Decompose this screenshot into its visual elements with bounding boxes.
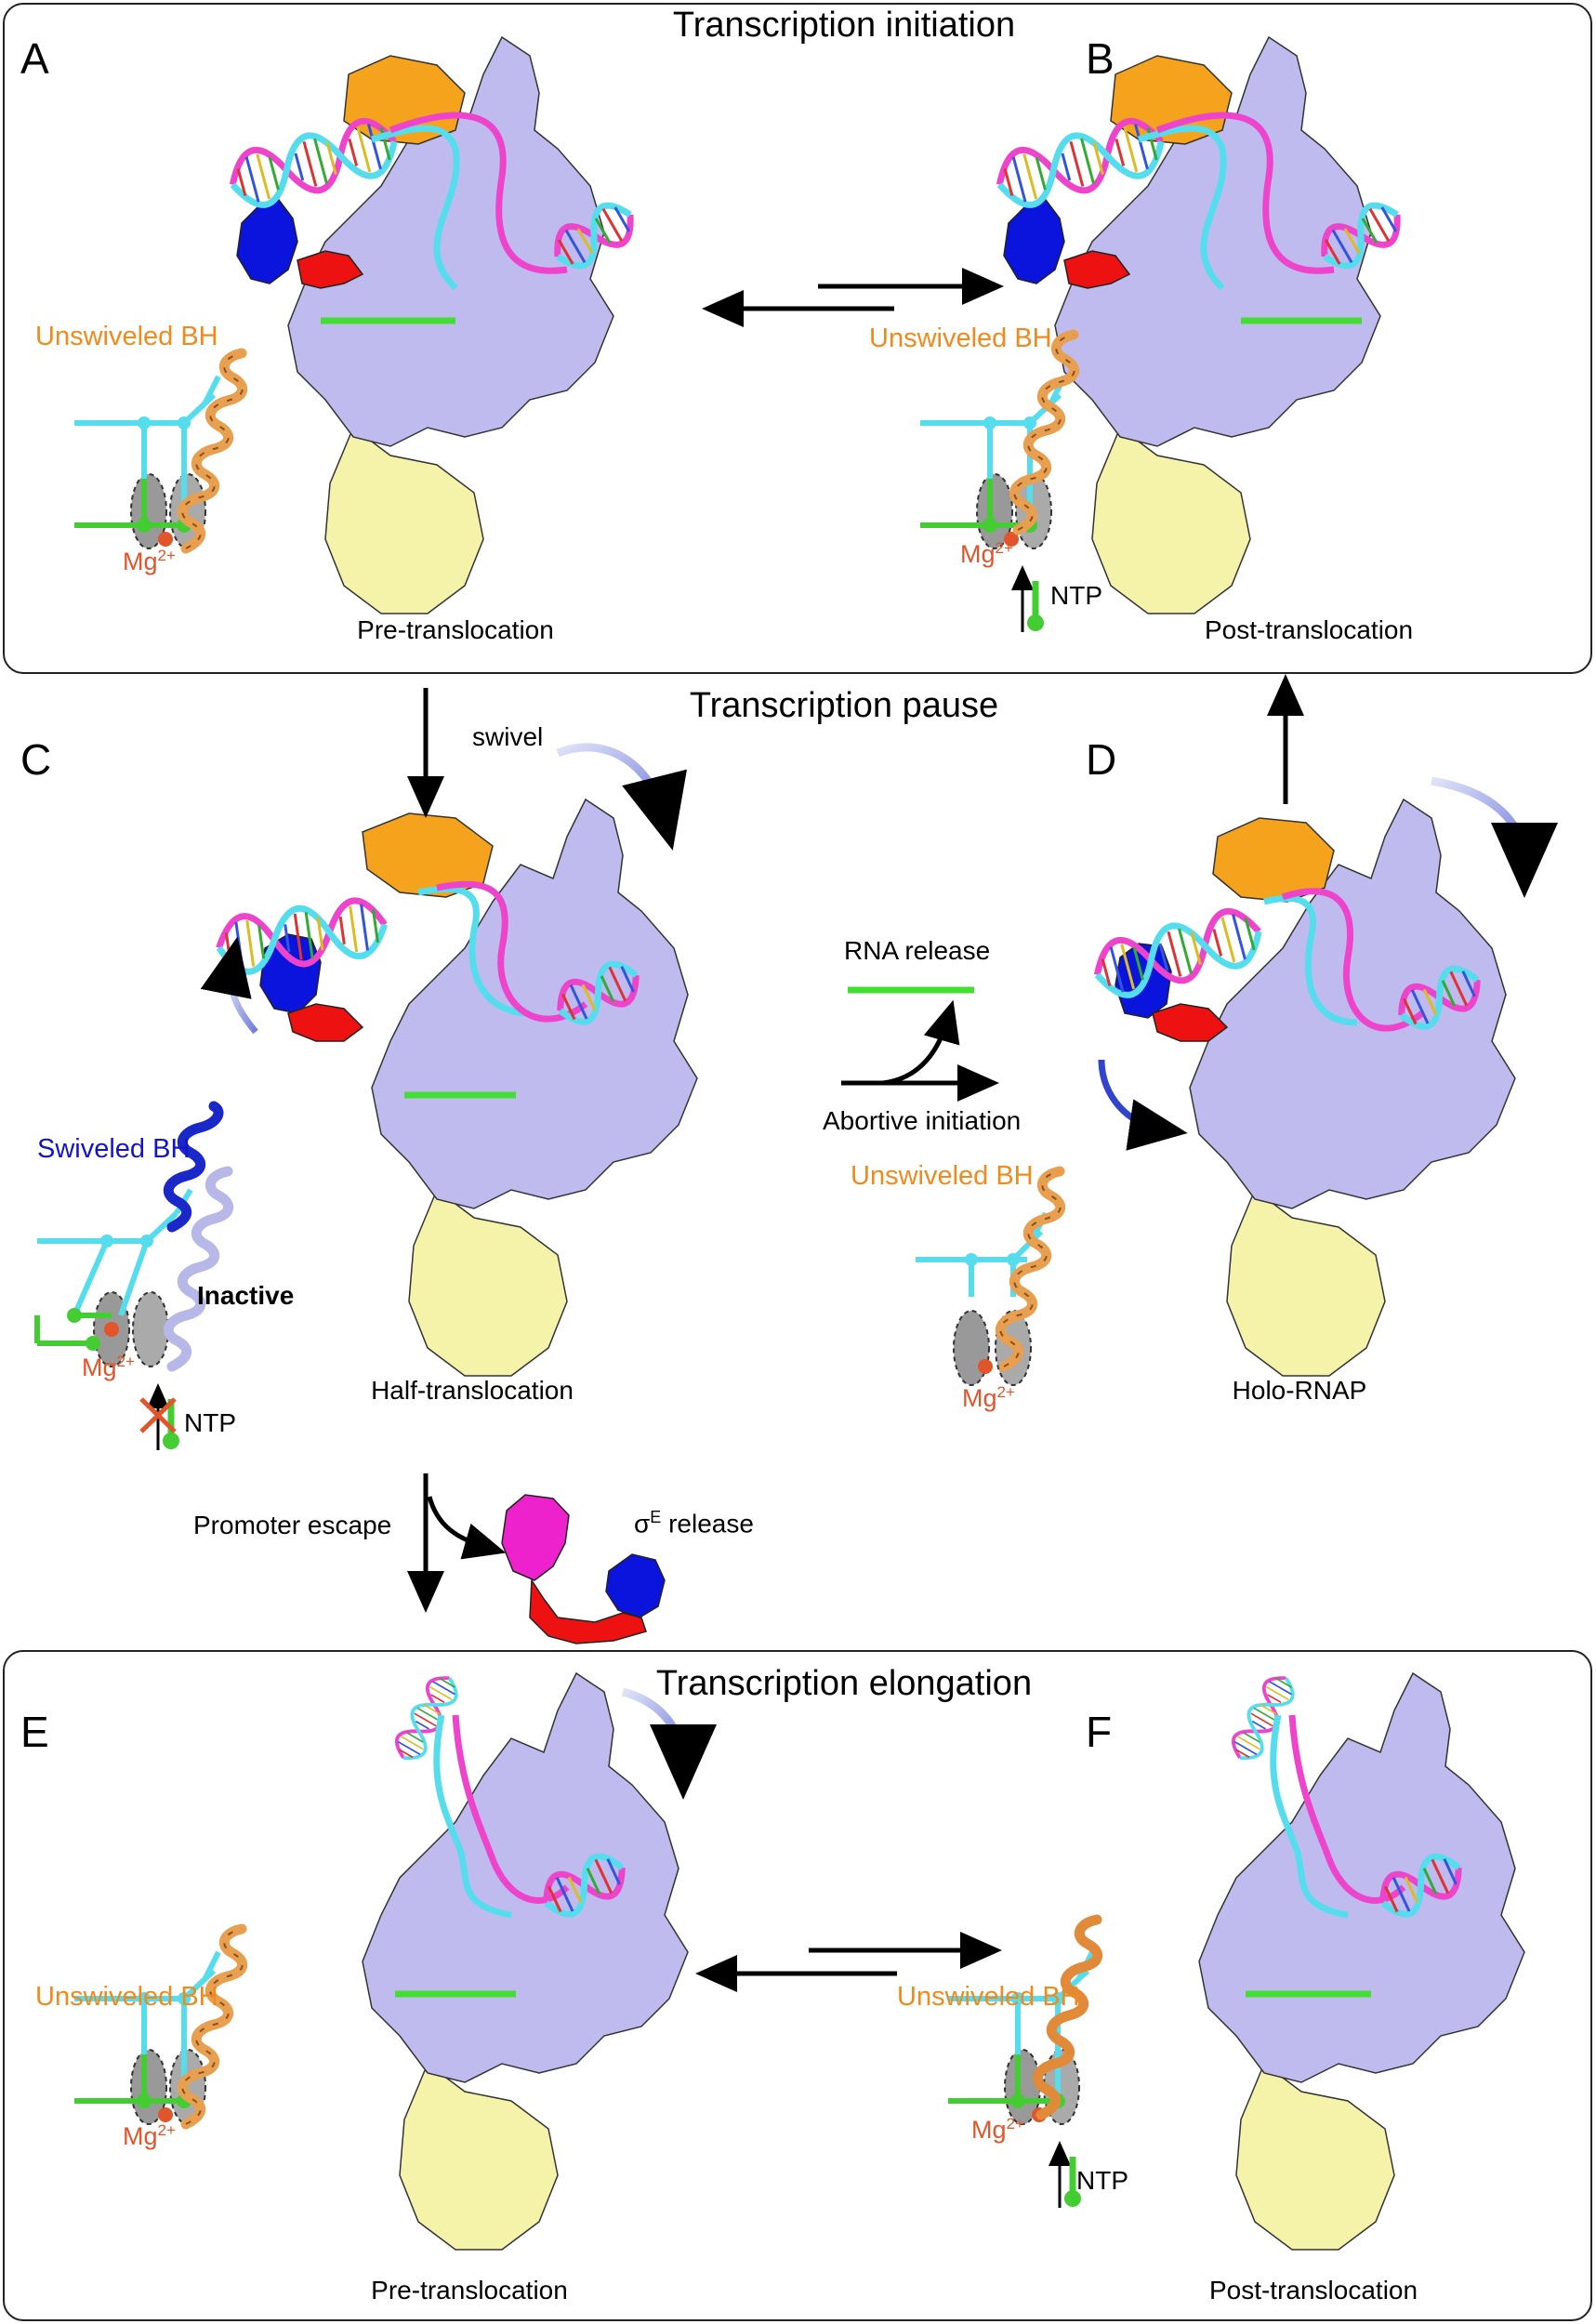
initiation-box bbox=[3, 3, 1592, 674]
sigma-release-label: σE release bbox=[634, 1508, 754, 1538]
abortive-initiation-arrow bbox=[841, 999, 999, 1102]
panel-f-caption: Post-translocation bbox=[1208, 2276, 1418, 2304]
swivel-label: swivel bbox=[472, 722, 544, 751]
panel-letter-f: F bbox=[1086, 1708, 1113, 1756]
panel-b-structure bbox=[993, 36, 1408, 614]
panel-a-mg-label: Mg2+ bbox=[123, 547, 176, 575]
panel-e-mg-label: Mg2+ bbox=[123, 2121, 176, 2150]
panel-letter-c: C bbox=[20, 735, 52, 784]
panel-letter-a: A bbox=[20, 34, 49, 83]
panel-d-mg-label: Mg2+ bbox=[962, 1383, 1015, 1412]
panel-f-mg-label: Mg2+ bbox=[971, 2115, 1024, 2144]
panel-e-swivel-arc bbox=[621, 1687, 717, 1800]
panel-c-mg-label: Mg2+ bbox=[82, 1353, 135, 1381]
panel-c-caption: Half-translocation bbox=[371, 1376, 574, 1405]
section-title-elongation: Transcription elongation bbox=[655, 1664, 1033, 1703]
panel-f-bh-label: Unswiveled BH bbox=[897, 1982, 1080, 2012]
panel-d-structure bbox=[1090, 799, 1516, 1377]
section-title-pause: Transcription pause bbox=[689, 686, 999, 725]
panel-c-ntp-label: NTP bbox=[184, 1408, 236, 1437]
panel-c-inactive-label: Inactive bbox=[197, 1281, 295, 1310]
panel-c-swivel-arc-left bbox=[200, 936, 258, 1035]
panel-f-structure bbox=[1198, 1669, 1525, 2251]
panel-d-caption: Holo-RNAP bbox=[1232, 1376, 1367, 1405]
panel-b-bh-label: Unswiveled BH bbox=[869, 324, 1052, 353]
abortive-initiation-label: Abortive initiation bbox=[823, 1106, 1022, 1135]
panel-b-mg-label: Mg2+ bbox=[960, 539, 1013, 568]
panel-b-ntp-label: NTP bbox=[1050, 581, 1102, 610]
panel-d-bh-label: Unswiveled BH bbox=[851, 1161, 1034, 1191]
panel-d-swivel-arc-top bbox=[1431, 776, 1558, 898]
promoter-escape-arrow bbox=[407, 1473, 507, 1613]
panel-d-bridge-helix bbox=[1000, 1171, 1060, 1367]
elongation-box bbox=[3, 1650, 1592, 2321]
panel-letter-d: D bbox=[1086, 735, 1117, 784]
panel-d-swivel-arc-left bbox=[1098, 1059, 1188, 1151]
panel-c-blocked-ntp bbox=[139, 1394, 179, 1450]
promoter-escape-label: Promoter escape bbox=[193, 1511, 392, 1539]
panel-c-swivel-arc-top bbox=[556, 743, 687, 851]
panel-letter-e: E bbox=[20, 1708, 49, 1756]
panel-a-bh-label: Unswiveled BH bbox=[35, 322, 218, 351]
panel-e-caption: Pre-translocation bbox=[371, 2276, 568, 2304]
equilibrium-arrows-ef bbox=[695, 1932, 1002, 1992]
panel-c-structure bbox=[215, 799, 698, 1377]
released-sigma-factor bbox=[501, 1494, 666, 1644]
rna-release-label: RNA release bbox=[844, 936, 991, 965]
panel-a-structure bbox=[226, 36, 641, 614]
panel-b-caption: Post-translocation bbox=[1204, 615, 1414, 644]
panel-c-bh-label: Swiveled BH bbox=[37, 1134, 191, 1164]
panel-letter-b: B bbox=[1086, 34, 1115, 83]
panel-e-bh-label: Unswiveled BH bbox=[35, 1982, 218, 2012]
panel-c-bridge-helix bbox=[163, 1101, 234, 1372]
panel-f-ntp-label: NTP bbox=[1076, 2166, 1128, 2195]
equilibrium-arrows-ab bbox=[702, 268, 1004, 327]
panel-f-bridge-helix bbox=[1032, 1914, 1103, 2120]
section-title-initiation: Transcription initiation bbox=[672, 6, 1016, 45]
panel-a-caption: Pre-translocation bbox=[357, 615, 554, 644]
panel-e-structure bbox=[362, 1669, 689, 2251]
panel-c-active-site bbox=[34, 1188, 193, 1367]
